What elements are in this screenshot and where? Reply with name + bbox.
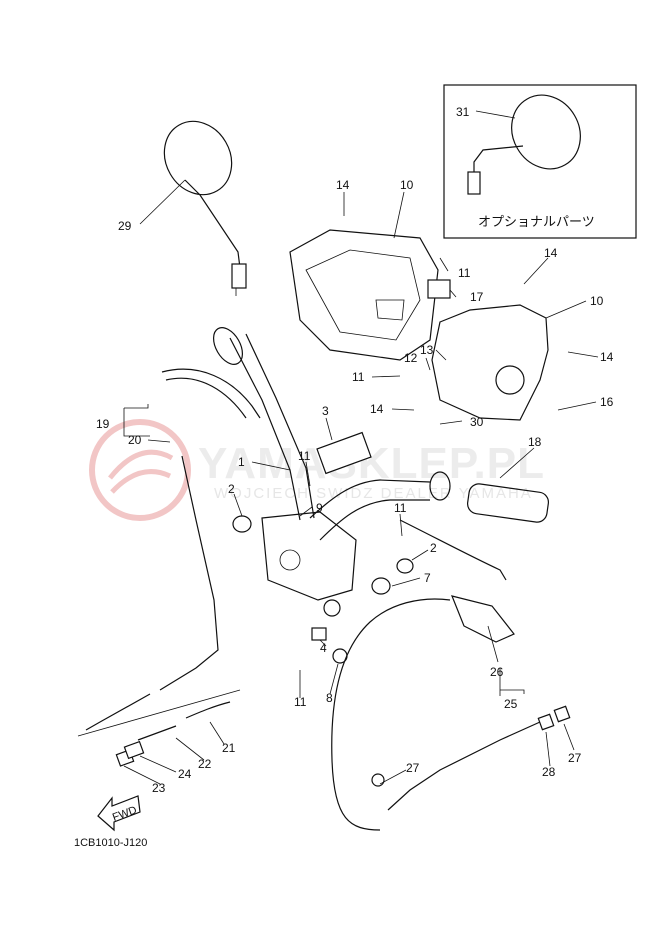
- callout-15: 16: [600, 395, 614, 409]
- callout-7: 7: [424, 571, 431, 585]
- callout-labels: 29 31 14 10 11 17 14 10 14 16 14 11 12 1…: [96, 105, 614, 795]
- callout-4: 4: [320, 641, 327, 655]
- callout-2a: 2: [228, 482, 235, 496]
- callout-31: 31: [456, 105, 470, 119]
- callout-30: 30: [470, 415, 484, 429]
- callout-25: 26: [490, 665, 504, 679]
- callout-23: 24: [178, 767, 192, 781]
- callout-6: 8: [326, 691, 333, 705]
- callout-27: 27: [568, 751, 582, 765]
- callout-29: 29: [118, 219, 132, 233]
- watermark-subtitle: WOJCIECH SWIDZ DEALER YAMAHA: [214, 485, 533, 502]
- callout-14a: 14: [336, 178, 350, 192]
- callout-8: 10: [590, 294, 604, 308]
- callout-20: 21: [222, 741, 236, 755]
- callout-1: 1: [238, 455, 245, 469]
- callout-13: 13: [420, 343, 434, 357]
- throttle-cable-left: [77, 455, 241, 767]
- callout-17: 18: [528, 435, 542, 449]
- fwd-label: FWD: [111, 804, 139, 824]
- optional-parts-label: オプショナルパーツ: [478, 215, 595, 230]
- callout-16: 17: [470, 290, 484, 304]
- callout-22: 23: [152, 781, 166, 795]
- callout-10b: 11: [352, 370, 365, 384]
- callout-28: 28: [542, 765, 556, 779]
- callout-11b: 11: [394, 501, 407, 515]
- callout-5: 9: [316, 501, 323, 515]
- watermark: YAMASKLEP.PL WOJCIECH SWIDZ DEALER YAMAH…: [89, 419, 545, 521]
- cable-right: [331, 595, 571, 831]
- callout-11c: 11: [294, 695, 307, 709]
- lever-holder-right: [232, 431, 550, 664]
- callout-10a: 11: [458, 266, 471, 280]
- callout-18: 19: [96, 417, 110, 431]
- callout-19: 20: [128, 433, 142, 447]
- watermark-title: YAMASKLEP.PL: [198, 439, 545, 488]
- callout-14b: 14: [544, 246, 558, 260]
- watermark-logo-icon: [89, 419, 191, 521]
- mirror-left: [163, 120, 247, 296]
- callout-12: 12: [404, 351, 418, 365]
- callout-14d: 14: [370, 402, 384, 416]
- switch-housing: [289, 229, 549, 421]
- callout-21: 22: [198, 757, 212, 771]
- diagram-code: 1CB1010-J120: [74, 837, 147, 849]
- callout-9: 10: [400, 178, 414, 192]
- watermark-logo-mark: [108, 449, 174, 494]
- callout-14c: 14: [600, 350, 614, 364]
- handlebar: [161, 327, 431, 541]
- fwd-arrow-icon: FWD: [97, 795, 141, 832]
- optional-parts-box: オプショナルパーツ: [443, 84, 637, 239]
- callout-3: 3: [322, 404, 329, 418]
- callout-11a: 11: [298, 449, 311, 463]
- callout-24: 25: [504, 697, 518, 711]
- callout-26: 27: [406, 761, 420, 775]
- callout-2b: 2: [430, 541, 437, 555]
- leader-lines: [123, 110, 599, 785]
